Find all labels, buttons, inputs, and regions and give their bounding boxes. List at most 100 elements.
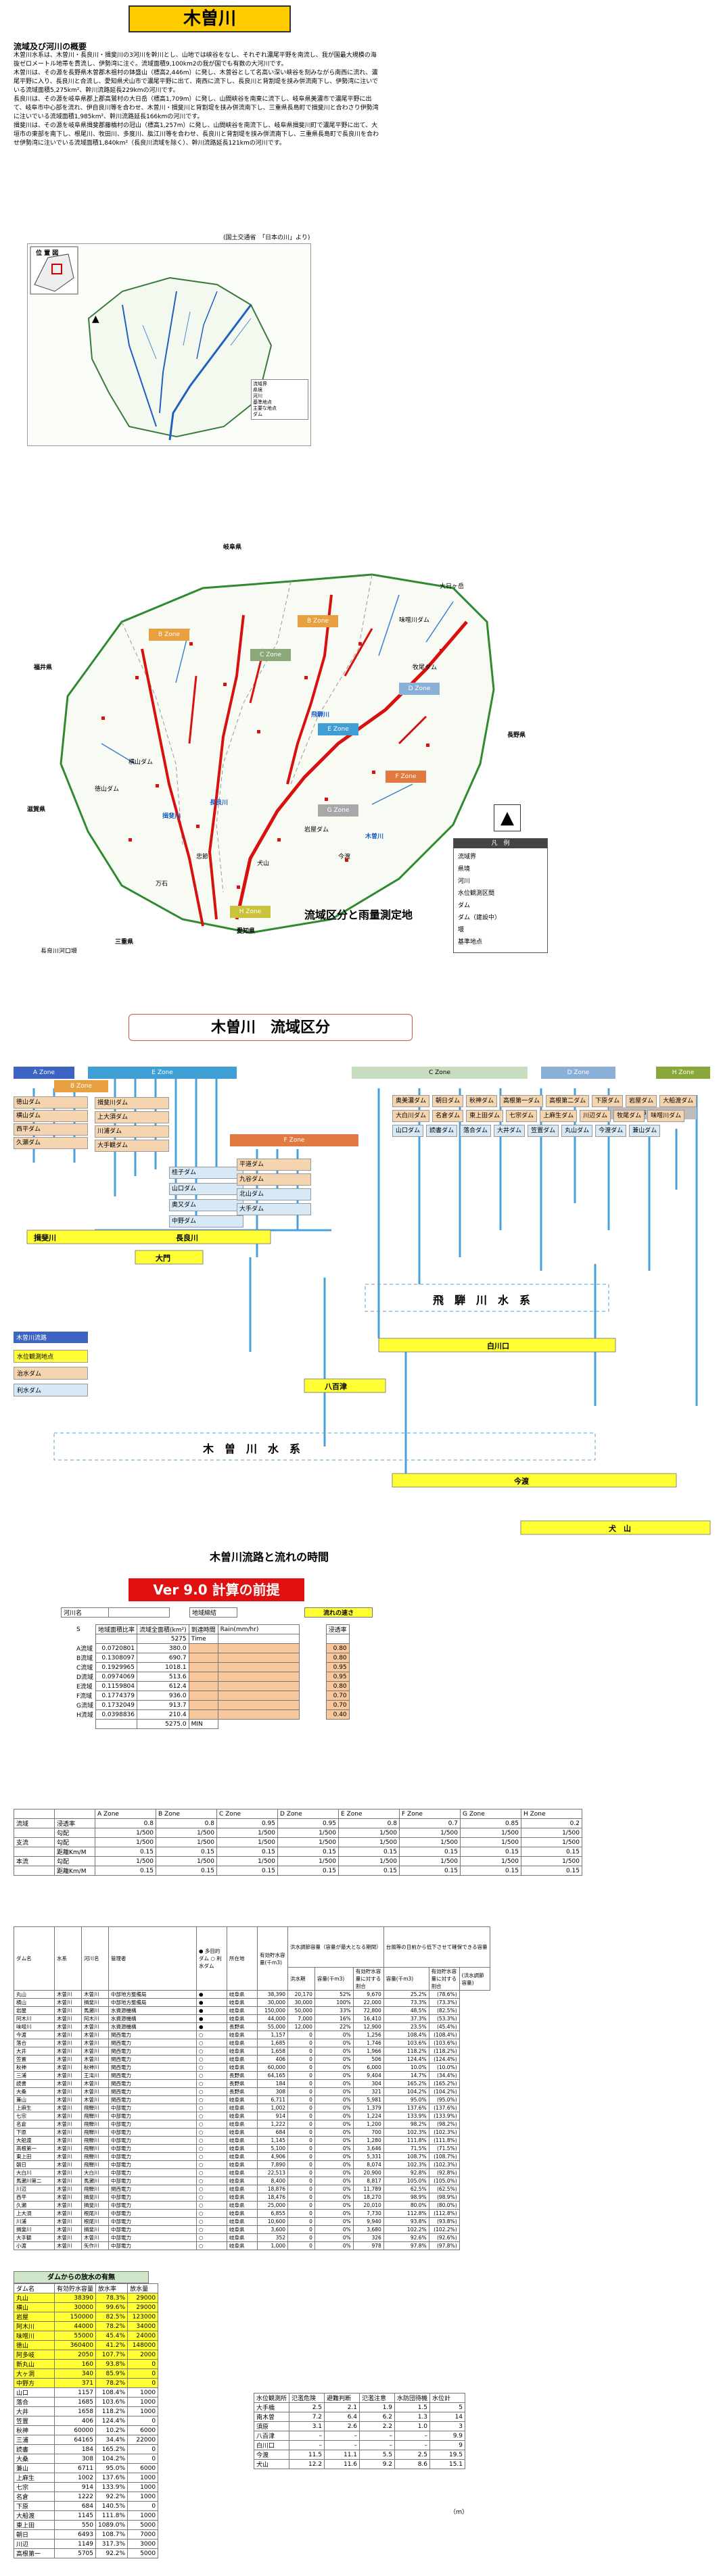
- dam-cell: 5,981: [352, 2095, 384, 2104]
- dam-cell: 木曽川: [81, 2079, 109, 2088]
- level-cell: 1.0: [394, 2421, 431, 2431]
- river-label: 揖斐川: [162, 813, 181, 820]
- zone-ratio: 0.1929965: [95, 1662, 138, 1672]
- dam-cell: 0%: [314, 2233, 354, 2242]
- dam-cell: ●: [196, 2022, 227, 2031]
- dam-cell: 103.6%: [383, 2039, 429, 2047]
- discharge-cell: 148000: [127, 2340, 159, 2350]
- dam-cell: 0: [287, 2233, 315, 2242]
- discharge-cell: 118.2%: [95, 2406, 129, 2416]
- dam-cell: 0%: [314, 2217, 354, 2226]
- dam-cell: 今渡: [14, 2031, 55, 2039]
- dam-cell: 揖斐川: [81, 2201, 109, 2210]
- dam-cell: 18,476: [257, 2193, 288, 2202]
- dam-cell: 横山: [14, 1998, 55, 2007]
- dam-cell: 飛騨川: [81, 2160, 109, 2169]
- flow-zone-c: C Zone: [352, 1067, 528, 1079]
- zone-value: 1/500: [338, 1828, 400, 1838]
- dam-box: 北山ダム: [237, 1188, 311, 1200]
- dam-group: 台風等の日前から低下させて確保できる容量: [383, 1926, 490, 1968]
- dam-cell: 関西電力: [108, 2087, 197, 2096]
- dam-cell: 揖斐川: [14, 2225, 55, 2234]
- dam-cell: 木曽川: [54, 2006, 82, 2015]
- hida-main-line: [286, 594, 333, 785]
- zone-area: 690.7: [137, 1653, 189, 1663]
- dam-cell: 0: [287, 2112, 315, 2120]
- dam-cell: 0: [287, 2160, 315, 2169]
- zone-col: B Zone: [156, 1809, 217, 1819]
- spacer: [299, 1663, 326, 1672]
- dam-cell: ○: [196, 2185, 227, 2193]
- dam-cell: 0: [287, 2168, 315, 2177]
- s-label: S: [76, 1626, 80, 1633]
- dam-cell: 飛騨川: [81, 2120, 109, 2129]
- dam-cell: 木曽川: [54, 2185, 82, 2193]
- zone-rain: [217, 1691, 300, 1701]
- discharge-cell: 1149: [53, 2539, 97, 2549]
- dam-cell: 8,817: [352, 2177, 384, 2185]
- dam-cell: 0: [287, 2104, 315, 2112]
- zone-map-legend: 凡 例 流域界 県境 河川 水位観測区間 ダム ダム（建設中） 堰 基準地点: [453, 838, 548, 953]
- zone-rain: [217, 1662, 300, 1672]
- dam-cell: 中部電力: [108, 2241, 197, 2250]
- dam-cell: 0%: [314, 2095, 354, 2104]
- zone-value: 0.15: [156, 1847, 217, 1857]
- dam-col: 有効貯水容量に対する割合: [428, 1967, 460, 1991]
- discharge-cell: 103.6%: [95, 2397, 129, 2407]
- flow-diagram-drawing: [26, 1075, 711, 1535]
- map-place: 大日ヶ岳: [440, 583, 465, 590]
- level-cell: 11.1: [324, 2450, 360, 2460]
- dam-cell: (53.3%): [428, 2014, 460, 2023]
- flow-legend-item: 水位観測地点: [14, 1350, 88, 1363]
- dam-box: 高根第一ダム: [500, 1095, 544, 1107]
- dam-cell: 98.2%: [383, 2120, 429, 2129]
- dam-cell: ○: [196, 2225, 227, 2234]
- zone-col: G Zone: [460, 1809, 521, 1819]
- dam-col: 有効貯水容量(千m3): [257, 1926, 288, 1991]
- dam-cell: 大手観: [14, 2233, 55, 2242]
- dam-cell: 岐阜県: [227, 2201, 258, 2210]
- discharge-cell: 0: [127, 2359, 159, 2369]
- zone-value: 0.15: [521, 1847, 582, 1857]
- discharge-cell: 1000: [127, 2473, 159, 2483]
- dam-cell: 下原: [14, 2128, 55, 2137]
- zone-value: 0.8: [338, 1818, 400, 1828]
- dam-box: 川浦ダム: [95, 1125, 169, 1138]
- dam-cell: 308: [257, 2087, 288, 2096]
- dam-cell: 木曽川: [54, 2209, 82, 2218]
- level-col: 避難判断: [324, 2393, 360, 2403]
- map-place: 味噌川ダム: [399, 617, 430, 624]
- col-head: Rain(mm/hr): [217, 1624, 300, 1634]
- zone-value: 0.15: [460, 1847, 521, 1857]
- discharge-cell: 133.9%: [95, 2482, 129, 2492]
- zone-value: 1/500: [460, 1828, 521, 1838]
- dam-cell: (34.4%): [428, 2071, 460, 2080]
- dam-cell: 44,000: [257, 2014, 288, 2023]
- dam-cell: 関西電力: [108, 2095, 197, 2104]
- zone-time: [188, 1643, 218, 1653]
- dam-cell: 0: [287, 2071, 315, 2080]
- dam-cell: 岐阜県: [227, 2104, 258, 2112]
- dam-cell: 48.5%: [383, 2006, 429, 2015]
- discharge-cell: 1145: [53, 2510, 97, 2521]
- dam-cell: 中部電力: [108, 2201, 197, 2210]
- dam-cell: (103.6%): [428, 2039, 460, 2047]
- dam-cell: 矢作川: [81, 2241, 109, 2250]
- dam-cell: 木曽川: [54, 2104, 82, 2112]
- dam-cell: 22,000: [352, 1998, 384, 2007]
- dam-cell: 揖斐川: [81, 1998, 109, 2007]
- zone-area: 936.0: [137, 1691, 189, 1701]
